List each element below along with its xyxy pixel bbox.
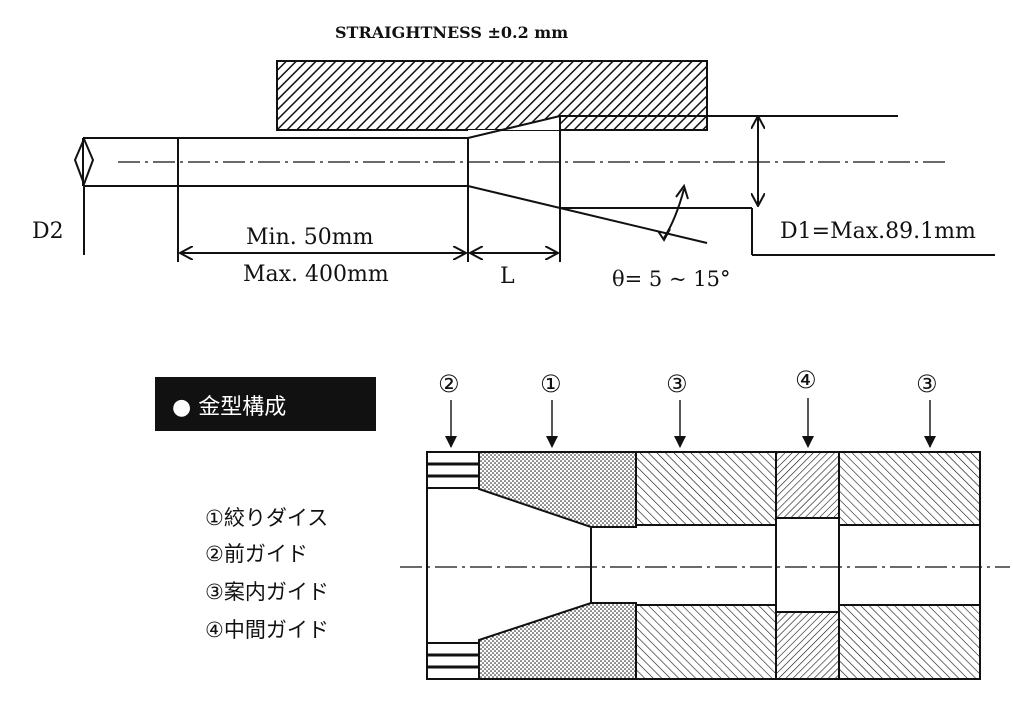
- legend-item: ③案内ガイド: [205, 580, 329, 604]
- straightness-label: STRAIGHTNESS ±0.2 mm: [335, 23, 568, 42]
- d1-label: D1=Max.89.1mm: [780, 219, 976, 244]
- drawing-die: [478, 451, 637, 680]
- front-guide: [426, 451, 480, 680]
- marker-guide-1: ③: [666, 370, 688, 398]
- tube-outline: [83, 115, 898, 139]
- min-length-label: Min. 50mm: [246, 225, 374, 250]
- guide-2: [838, 451, 981, 680]
- marker-drawing-die: ①: [540, 370, 562, 398]
- tool-block: [276, 60, 708, 131]
- legend-item: ①絞りダイス: [205, 506, 328, 530]
- angle-arrow-bottom: [657, 228, 671, 242]
- straightness-drawing: STRAIGHTNESS ±0.2 mm D2 D1=Max.89.1mm Mi…: [32, 23, 995, 291]
- angle-arrow-top: [675, 183, 689, 200]
- marker-guide-2: ③: [916, 370, 938, 398]
- marker-middle-guide: ④: [795, 366, 817, 394]
- angle-line: [559, 207, 708, 244]
- guide-1: [635, 451, 777, 680]
- marker-front-guide: ②: [438, 370, 460, 398]
- legend-item: ④中間ガイド: [205, 618, 329, 642]
- d2-label: D2: [32, 219, 64, 244]
- die-section: ● 金型構成 ①絞りダイス ②前ガイド ③案内ガイド ④中間ガイド ② ① ③ …: [155, 366, 1010, 680]
- die-header-box: [155, 377, 376, 431]
- die-header: ● 金型構成: [172, 395, 286, 420]
- legend-item: ②前ガイド: [205, 542, 308, 566]
- theta-label: θ= 5 ~ 15°: [612, 267, 730, 291]
- d2-arrows: [73, 136, 95, 187]
- angle-arc: [663, 188, 685, 239]
- middle-guide: [775, 451, 840, 680]
- max-length-label: Max. 400mm: [243, 262, 389, 287]
- tube-outline-lower: [83, 185, 752, 209]
- l-label: L: [500, 264, 515, 289]
